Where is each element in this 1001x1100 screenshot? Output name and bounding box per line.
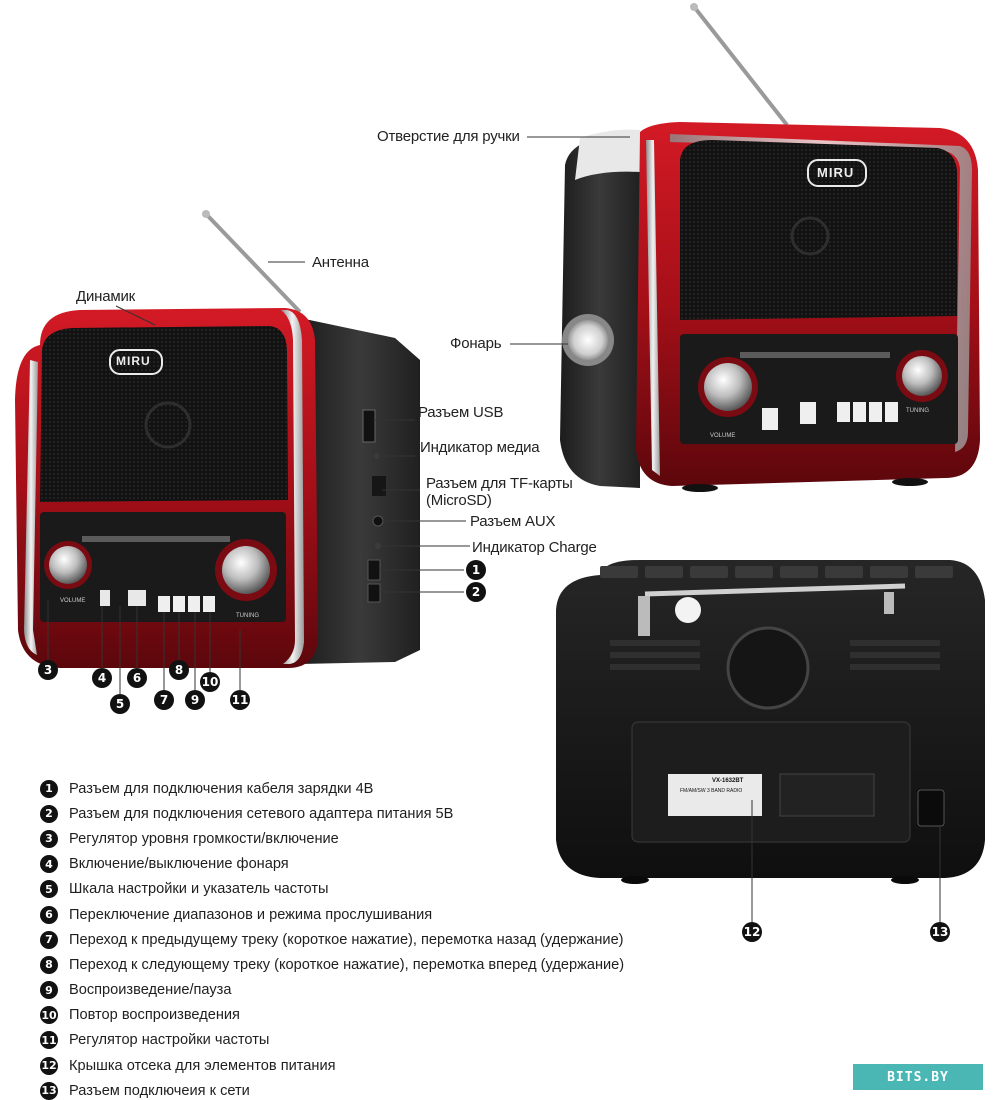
tuning-label-2: TUNING (906, 408, 929, 414)
legend-number: 2 (40, 804, 58, 823)
callout-aux: Разъем AUX (470, 513, 556, 530)
marker-1: 1 (466, 560, 486, 580)
bass-port (726, 626, 810, 710)
legend-text: Переход к предыдущему треку (короткое на… (69, 931, 624, 948)
legend-item: 9 Воспроизведение/пауза (40, 978, 740, 1003)
legend-text: Разъем подключеия к сети (69, 1082, 250, 1099)
radio-front-view (15, 210, 420, 668)
radio-angled-view (560, 3, 980, 492)
legend-item: 1 Разъем для подключения кабеля зарядки 4… (40, 776, 740, 801)
legend-number: 1 (40, 779, 58, 798)
legend-item: 10 Повтор воспроизведения (40, 1003, 740, 1028)
ac-socket (917, 789, 945, 827)
legend-item: 3 Регулятор уровня громкости/включение (40, 826, 740, 851)
legend-item: 12 Крышка отсека для элементов питания (40, 1053, 740, 1078)
legend-text: Воспроизведение/пауза (69, 982, 232, 999)
callout-flashlight: Фонарь (450, 335, 502, 352)
legend-number: 4 (40, 855, 58, 874)
callout-usb: Разъем USB (418, 404, 504, 421)
qc-sticker (675, 597, 701, 623)
callout-handle-hole: Отверстие для ручки (377, 128, 520, 145)
legend-text: Крышка отсека для элементов питания (69, 1057, 336, 1074)
marker-13: 13 (930, 922, 950, 942)
speaker-center (144, 401, 192, 449)
speaker-grille-2 (680, 140, 957, 320)
marker-8: 8 (169, 660, 189, 680)
tuning-label: TUNING (236, 613, 259, 619)
callout-media-indicator: Индикатор медиа (420, 439, 540, 456)
legend-item: 11 Регулятор настройки частоты (40, 1028, 740, 1053)
legend-text: Разъем для подключения сетевого адаптера… (69, 805, 454, 822)
callout-charge-indicator: Индикатор Charge (472, 539, 597, 556)
legend-item: 8 Переход к следующему треку (короткое на… (40, 952, 740, 977)
usb-port (362, 409, 376, 443)
volume-knob-2 (704, 363, 752, 411)
callout-speaker: Динамик (76, 288, 136, 305)
volume-label: VOLUME (60, 598, 86, 604)
legend-number: 13 (40, 1081, 58, 1100)
legend-text: Шкала настройки и указатель частоты (69, 881, 329, 898)
antenna-rod-2 (693, 6, 789, 127)
side-panel (300, 318, 420, 664)
radio-back-view (556, 560, 985, 884)
volume-knob (49, 546, 87, 584)
side-panel-2 (560, 134, 640, 488)
legend-text: Переход к следующему треку (короткое наж… (69, 956, 625, 973)
model-sub-label: FM/AM/SW 3 BAND RADIO (680, 788, 743, 794)
legend-text: Повтор воспроизведения (69, 1007, 240, 1024)
legend-text: Разъем для подключения кабеля зарядки 4В (69, 780, 374, 797)
legend-item: 4 Включение/выключение фонаря (40, 852, 740, 877)
legend-item: 2 Разъем для подключения сетевого адаптер… (40, 801, 740, 826)
model-label: VX-1632BT (712, 778, 744, 784)
volume-label-2: VOLUME (710, 433, 736, 439)
legend-number: 10 (40, 1006, 58, 1025)
callout-tf-slot: Разъем для TF-карты (MicroSD) (426, 475, 573, 509)
marker-9: 9 (185, 690, 205, 710)
legend-item: 13 Разъем подключеия к сети (40, 1078, 740, 1100)
brand-logo: MIRU (116, 354, 151, 368)
leader-lines (47, 136, 941, 922)
legend-item: 5 Шкала настройки и указатель частоты (40, 877, 740, 902)
marker-11: 11 (230, 690, 250, 710)
marker-5: 5 (110, 694, 130, 714)
tuning-knob (222, 546, 270, 594)
legend-list: 1 Разъем для подключения кабеля зарядки 4… (40, 776, 740, 1100)
legend-text: Включение/выключение фонаря (69, 856, 289, 873)
antenna-rod (205, 213, 302, 314)
brand-logo-2: MIRU (817, 165, 855, 180)
marker-7: 7 (154, 690, 174, 710)
legend-number: 5 (40, 880, 58, 899)
marker-3: 3 (38, 660, 58, 680)
legend-text: Регулятор уровня громкости/включение (69, 830, 339, 847)
callout-antenna: Антенна (312, 254, 369, 271)
watermark-tag: BITS.BY (853, 1064, 983, 1090)
legend-text: Регулятор настройки частоты (69, 1032, 270, 1049)
legend-item: 6 Переключение диапазонов и режима прослу… (40, 902, 740, 927)
legend-number: 7 (40, 930, 58, 949)
marker-12: 12 (742, 922, 762, 942)
marker-2: 2 (466, 582, 486, 602)
marker-6: 6 (127, 668, 147, 688)
legend-number: 3 (40, 829, 58, 848)
tuning-knob-2 (902, 356, 942, 396)
legend-item: 7 Переход к предыдущему треку (короткое н… (40, 927, 740, 952)
legend-number: 6 (40, 905, 58, 924)
legend-text: Переключение диапазонов и режима прослуш… (69, 906, 433, 923)
flashlight-lens (568, 320, 608, 360)
legend-number: 8 (40, 955, 58, 974)
speaker-grille (40, 326, 288, 502)
legend-number: 12 (40, 1056, 58, 1075)
marker-4: 4 (92, 668, 112, 688)
legend-number: 9 (40, 981, 58, 1000)
marker-10: 10 (200, 672, 220, 692)
rating-label (668, 774, 762, 816)
legend-number: 11 (40, 1031, 58, 1050)
